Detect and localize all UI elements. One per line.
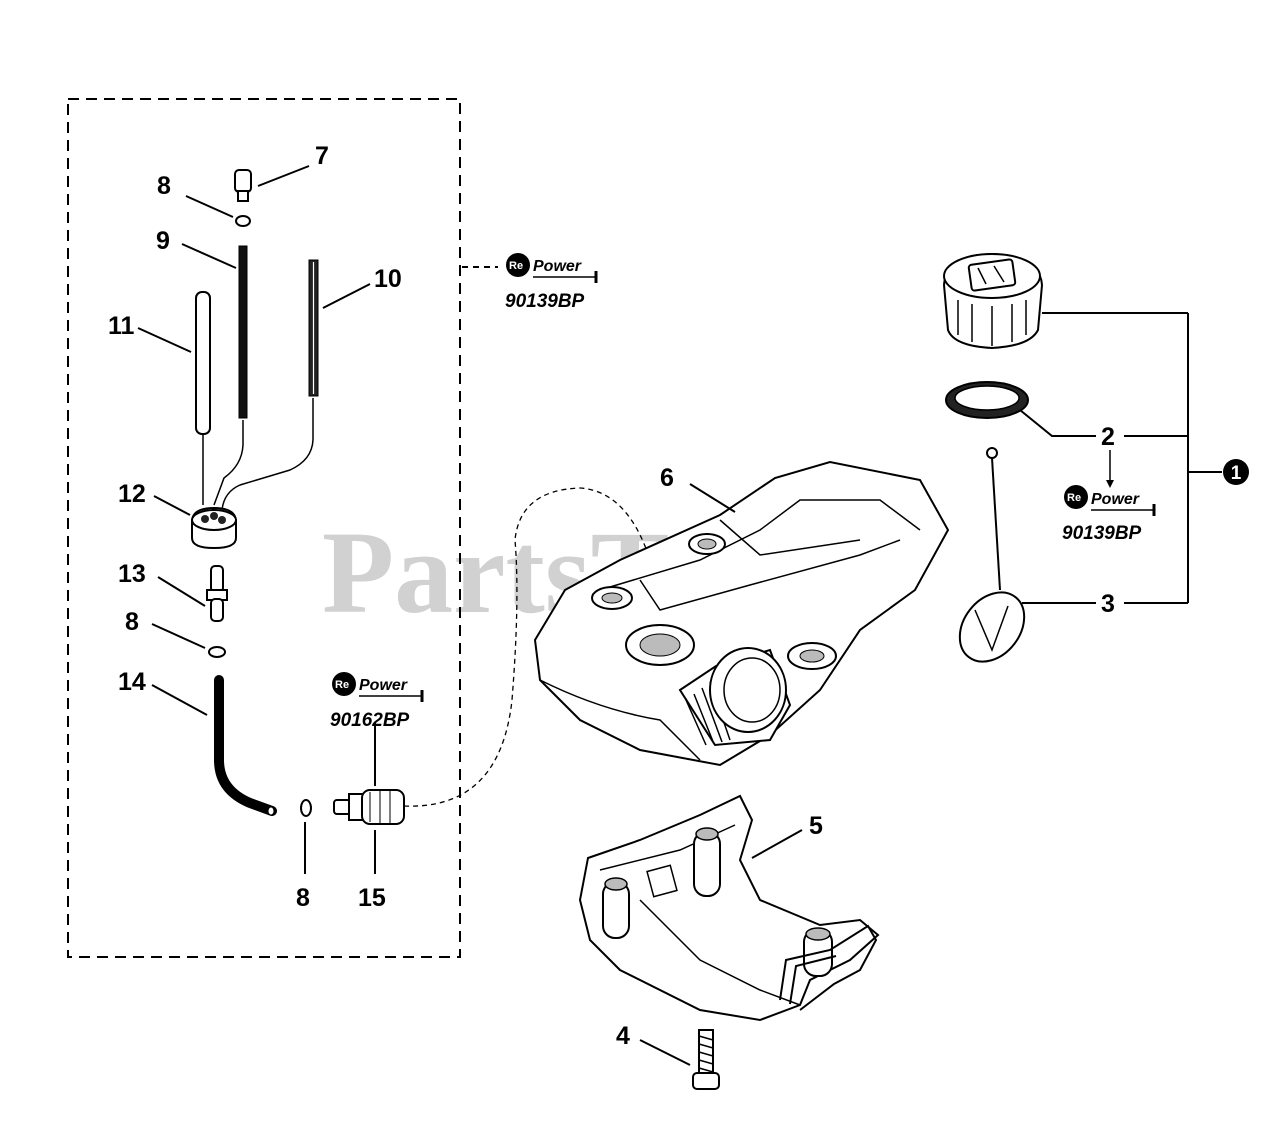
repower-logo-icon xyxy=(332,672,356,696)
callout-8-bottom: 8 xyxy=(296,884,310,912)
kit-number-right: 90139BP xyxy=(1062,523,1142,544)
hose-routing-line xyxy=(403,487,661,807)
callout-4: 4 xyxy=(616,1022,630,1050)
callout-8-top: 8 xyxy=(157,172,171,200)
callout-2: 2 xyxy=(1101,423,1115,451)
callout-11: 11 xyxy=(108,312,135,340)
svg-text:Power: Power xyxy=(359,677,408,694)
callout-3: 3 xyxy=(1101,590,1115,618)
svg-text:Re: Re xyxy=(1067,492,1081,504)
part-7-fitting[interactable] xyxy=(234,169,252,202)
callout-9: 9 xyxy=(156,227,170,255)
callout-1-circle xyxy=(1223,459,1249,485)
part-15-fuel-filter[interactable] xyxy=(333,789,405,825)
kit-boundary xyxy=(67,98,461,958)
callout-1: 1 xyxy=(1231,463,1242,484)
part-5-tank-guard[interactable] xyxy=(578,794,880,1022)
callout-6: 6 xyxy=(660,464,674,492)
repower-badge-right[interactable]: Re Power 90139BP xyxy=(1062,485,1156,544)
part-10-fuel-line[interactable] xyxy=(308,259,319,397)
part-3-strainer[interactable] xyxy=(947,447,1038,674)
repower-logo-icon xyxy=(506,253,530,277)
svg-text:Power: Power xyxy=(533,258,582,275)
part-4-bolt[interactable] xyxy=(692,1029,720,1090)
callout-7: 7 xyxy=(315,142,329,170)
part-8-oring-bottom[interactable] xyxy=(300,799,312,817)
part-11-tube[interactable] xyxy=(195,291,211,435)
svg-text:Re: Re xyxy=(335,679,349,691)
part-13-connector[interactable] xyxy=(206,565,228,622)
kit-number-upper: 90139BP xyxy=(505,291,585,312)
part-14-fuel-hose[interactable] xyxy=(214,675,277,816)
part-1-fuel-cap[interactable] xyxy=(942,252,1044,350)
leader-lines xyxy=(137,165,803,1066)
callout-15: 15 xyxy=(358,884,386,912)
repower-logo-icon xyxy=(1064,485,1088,509)
callout-8-middle: 8 xyxy=(125,608,139,636)
svg-text:Power: Power xyxy=(1091,491,1140,508)
kit-number-filter: 90162BP xyxy=(330,710,410,731)
part-9-fuel-line[interactable] xyxy=(238,245,248,419)
part-8-oring-top[interactable] xyxy=(235,215,251,227)
callout-labels: 7 8 9 10 11 12 13 8 14 8 15 6 5 4 2 3 1 xyxy=(108,142,1249,1050)
callout-12: 12 xyxy=(118,480,146,508)
callout-13: 13 xyxy=(118,560,146,588)
repower-badge-filter[interactable]: Re Power 90162BP xyxy=(330,672,424,731)
assembly-bracket xyxy=(1019,312,1222,604)
callout-5: 5 xyxy=(809,812,823,840)
callout-14: 14 xyxy=(118,668,146,696)
callout-10: 10 xyxy=(374,265,402,293)
part-12-grommet[interactable] xyxy=(191,506,237,550)
svg-text:Re: Re xyxy=(509,260,523,272)
repower-badge-upper[interactable]: Re Power 90139BP xyxy=(505,253,598,312)
part-6-fuel-tank[interactable] xyxy=(533,460,950,767)
part-8-oring-middle[interactable] xyxy=(208,646,226,658)
part-2-gasket[interactable] xyxy=(945,381,1029,419)
